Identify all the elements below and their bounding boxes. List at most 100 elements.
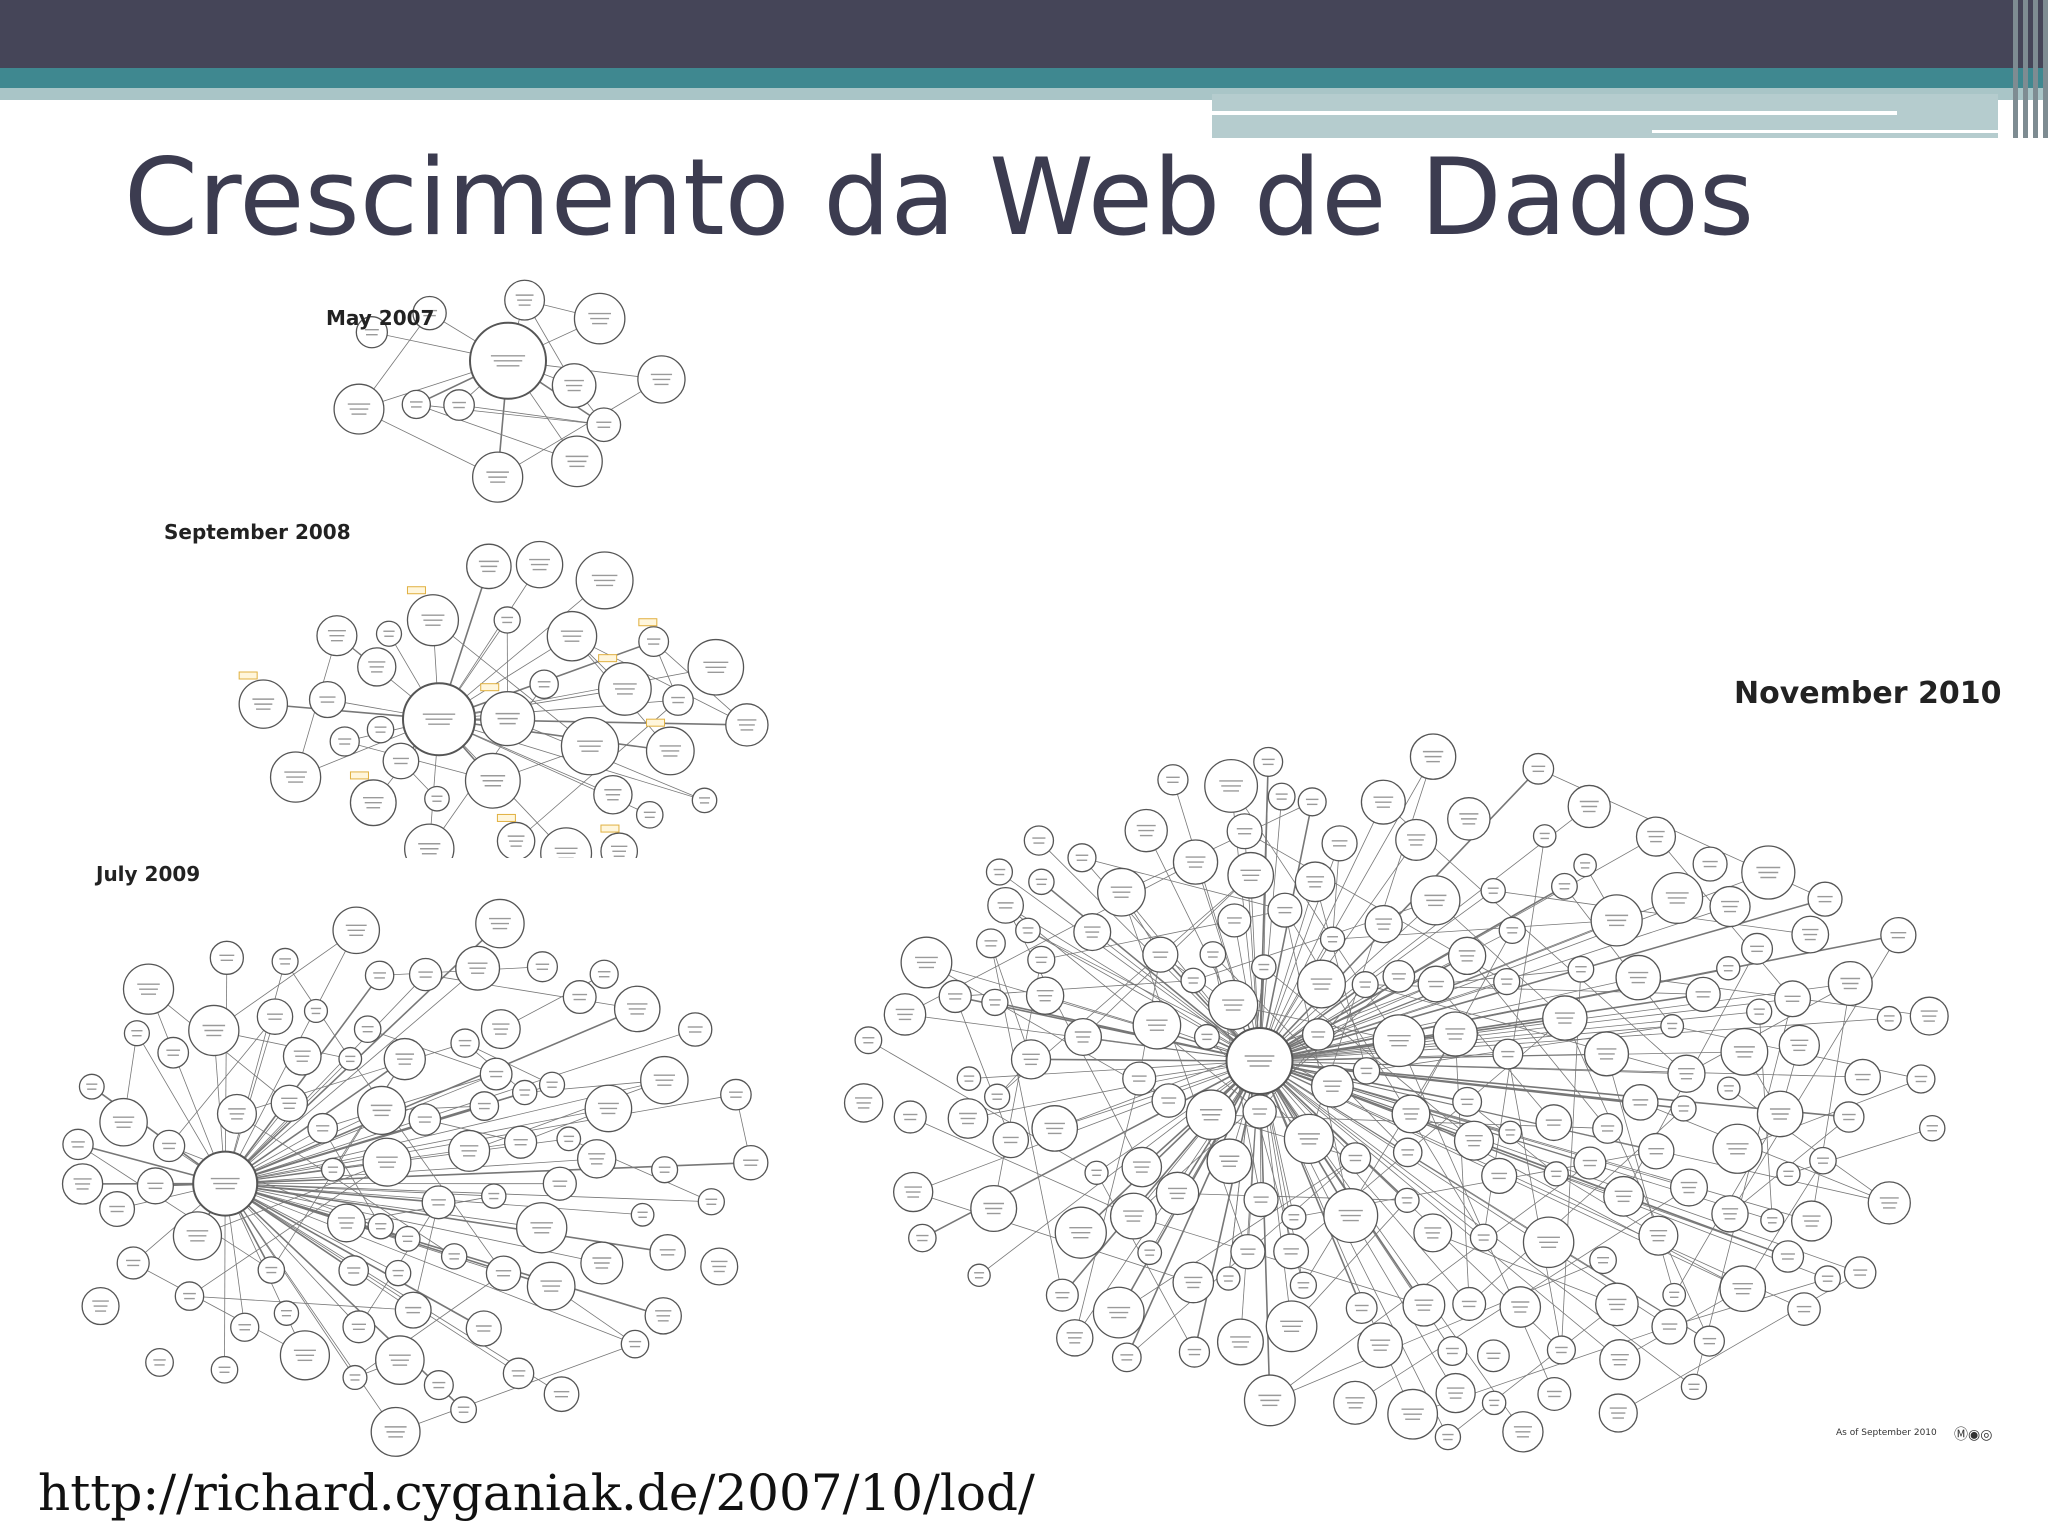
graph-node [1670,1095,1697,1122]
graph-node [1242,1094,1277,1129]
graph-node [469,1091,500,1121]
graph-node [481,1183,507,1209]
header-accent-line-short [1652,130,1998,133]
graph-node [503,1125,538,1159]
graph-edge [1259,1053,1607,1062]
graph-edge [1259,806,1590,1062]
graph-edge [224,957,228,1184]
graph-node [1339,1142,1372,1174]
graph-edge [1556,1173,1789,1257]
graph-edge [913,1191,1194,1283]
graph-node [230,1312,260,1342]
graph-node [1692,846,1728,882]
lod-graph-november-2010 [843,733,1949,1453]
graph-node [589,959,619,989]
graph-node [1382,959,1416,993]
graph-node [1876,1005,1902,1031]
graph-node [1774,980,1812,1018]
graph-node [145,1348,174,1377]
graph-edge [954,996,1012,1141]
graph-node [1680,1373,1708,1400]
graph-node [985,858,1014,886]
graph-node [1251,954,1277,980]
graph-node [543,1376,580,1413]
graph-edge [148,989,226,1184]
new-dataset-tag [349,771,369,780]
graph-node [62,1128,94,1161]
graph-node [1352,1057,1381,1085]
stripe [2033,0,2038,138]
graph-node [1546,1335,1576,1365]
graph-edge [1454,1033,1470,1304]
graph-node [366,715,395,744]
graph-edge [224,1183,465,1411]
graph-node [1289,1271,1318,1299]
graph-node [257,1256,286,1284]
graph-edge [1081,857,1285,911]
graph-edge [432,619,591,747]
graph-node [479,1057,513,1091]
graph-node [1226,813,1263,850]
graph-node [1481,1157,1518,1194]
new-dataset-tag [598,654,618,663]
graph-node [1809,1146,1837,1175]
new-dataset-tag [646,718,666,727]
graph-edge [1447,1304,1618,1438]
graph-node [733,1144,769,1181]
graph-edge [1507,1054,1562,1351]
graph-edge [1564,886,1673,1027]
graph-node [1243,1182,1279,1218]
graph-node [423,1370,454,1401]
graph-edge [225,1183,636,1345]
graph-node [382,742,420,780]
graph-node [1122,1061,1157,1096]
graph-edge [224,961,286,1184]
graph-edge [1811,983,1851,1222]
graph-node [638,626,670,658]
graph-node [1567,955,1595,983]
graph-node [1537,1376,1572,1411]
graph-node [1760,1208,1785,1233]
source-link[interactable]: http://richard.cyganiak.de/2007/10/lod/ [38,1464,1035,1522]
graph-node [1437,1335,1468,1366]
graph-node [1267,892,1303,928]
graph-edge [132,1262,306,1356]
graph-node [1476,1339,1510,1373]
graph-edge [225,1182,439,1204]
graph-edge [367,1028,497,1075]
graph-node [1267,782,1296,811]
graph-node [1392,1137,1423,1168]
graph-nodes [61,898,769,1457]
graph-node [1551,872,1578,900]
graph-node [465,1310,502,1347]
graph-node [1660,1014,1685,1038]
lod-diagram-july-2009: July 2009 [20,858,780,1457]
graph-edge [1258,1060,1363,1309]
graph-node [1045,1278,1079,1312]
graph-edge [416,404,578,462]
graph-node [485,1255,522,1292]
graph-node [1589,1246,1617,1275]
graph-node [984,1083,1011,1110]
graph-edge [913,1060,1260,1193]
graph-node [1492,1038,1524,1070]
graph-node [1592,1112,1624,1144]
graph-node [556,1126,582,1152]
graph-edge [910,1116,1134,1217]
graph-node [1067,843,1097,873]
graph-node [1351,971,1379,999]
graph-edge [189,1295,414,1311]
graph-edge [1303,1033,1456,1286]
graph-edge [224,922,501,1185]
header-teal-band [0,68,2048,88]
graph-node [1345,1291,1378,1324]
graph-node [408,1103,442,1136]
graph-edge [1259,993,1704,1062]
header-right-stripes [1992,0,2048,138]
graph-node [586,407,622,443]
graph-edge [1432,1232,1618,1305]
graph-node [720,1078,752,1111]
graph-node [562,980,597,1015]
slide-title: Crescimento da Web de Dados [124,136,1755,259]
diagram-label-november-2010: November 2010 [1734,676,2002,711]
